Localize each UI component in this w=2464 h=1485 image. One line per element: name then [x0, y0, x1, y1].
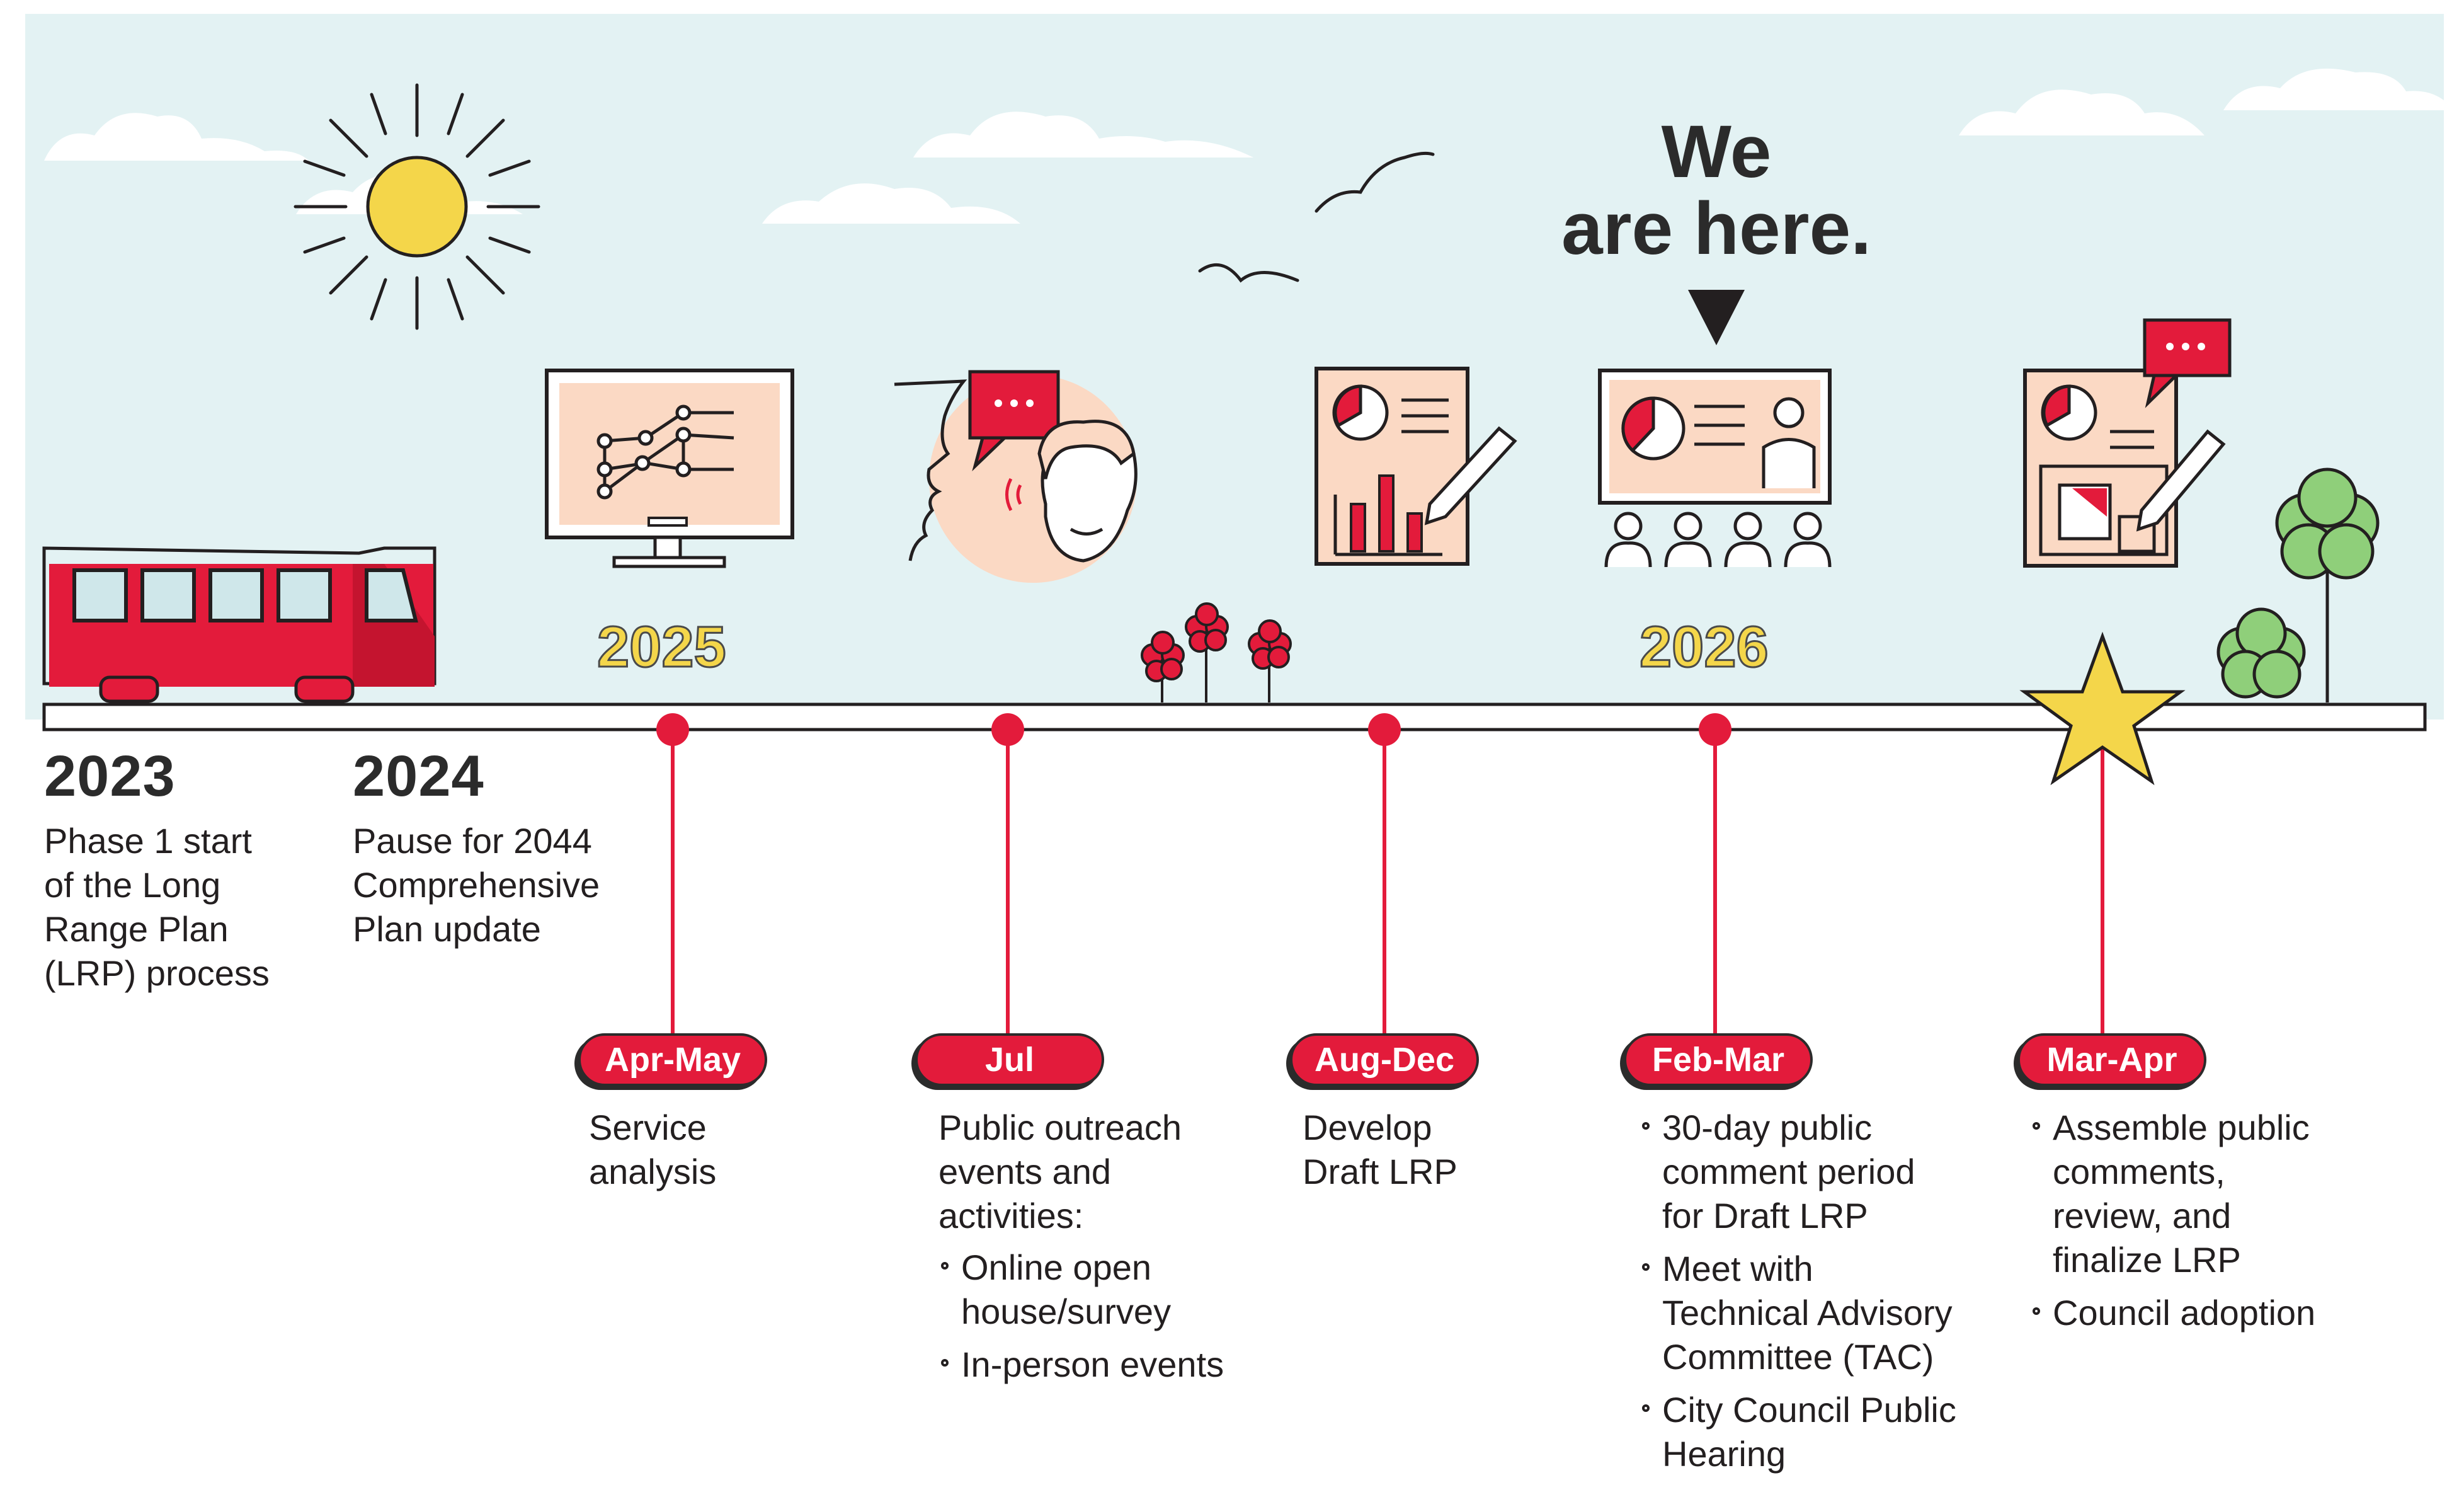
year-2024-heading: 2024	[353, 744, 484, 808]
bullet-item: 30-day public comment period for Draft L…	[1640, 1106, 1956, 1238]
we-are-here-banner: We are here.	[1537, 113, 1896, 267]
bullet-line: Assemble public	[2053, 1108, 2310, 1147]
report-chart-pen-icon	[1315, 367, 1517, 566]
desc-line: Draft LRP	[1303, 1152, 1457, 1191]
monitor-network-icon	[545, 369, 794, 568]
bullet-item: In-person events	[938, 1343, 1224, 1387]
bullet-line: 30-day public	[1662, 1108, 1873, 1147]
bullet-item: Council adoption	[2030, 1291, 2315, 1335]
sun-icon	[294, 83, 540, 330]
desc-line: Range Plan	[44, 909, 229, 949]
tree-icon	[2216, 467, 2380, 702]
desc-line: Service	[589, 1108, 707, 1147]
banner-line-1: We	[1661, 110, 1772, 193]
milestone-dot	[991, 713, 1024, 746]
desc-line: analysis	[589, 1152, 717, 1191]
timeline-track	[42, 702, 2427, 731]
year-2026-label: 2026	[1639, 614, 1770, 680]
desc-line: (LRP) process	[44, 953, 270, 993]
milestone-text-jul: Public outreach events and activities: O…	[938, 1106, 1224, 1396]
milestone-pill-jul: Jul	[915, 1033, 1104, 1086]
milestone-pill-feb-mar: Feb-Mar	[1624, 1033, 1813, 1086]
here-arrow-icon	[1688, 290, 1745, 345]
desc-line: events and	[938, 1152, 1111, 1191]
bullet-line: Hearing	[1662, 1434, 1786, 1474]
bullet-line: City Council Public	[1662, 1390, 1956, 1430]
banner-line-2: are here.	[1561, 187, 1871, 270]
bullet-item: Assemble public comments, review, and fi…	[2030, 1106, 2315, 1282]
desc-line: activities:	[938, 1196, 1084, 1236]
bullet-line: In-person events	[961, 1345, 1224, 1384]
milestone-dot	[1368, 713, 1401, 746]
presentation-audience-icon	[1598, 369, 1832, 568]
bullet-item: Online open house/survey	[938, 1246, 1224, 1334]
desc-line: Comprehensive	[353, 865, 600, 905]
bird-icon	[1198, 151, 1435, 283]
milestone-pill-apr-may: Apr-May	[578, 1033, 767, 1086]
bullet-line: Council adoption	[2053, 1293, 2316, 1333]
milestone-text-feb-mar: 30-day public comment period for Draft L…	[1640, 1106, 1956, 1485]
bullet-line: finalize LRP	[2053, 1240, 2241, 1280]
bullet-line: review, and	[2053, 1196, 2232, 1236]
desc-line: Public outreach	[938, 1108, 1182, 1147]
bullet-item: City Council Public Hearing	[1640, 1388, 1956, 1476]
pause-description: Pause for 2044 Comprehensive Plan update	[353, 819, 600, 951]
bullet-line: Meet with	[1662, 1249, 1813, 1288]
bullet-line: Committee (TAC)	[1662, 1337, 1934, 1377]
bullet-line: comment period	[1662, 1152, 1915, 1191]
bullet-line: Online open	[961, 1247, 1152, 1287]
milestone-text-mar-apr: Assemble public comments, review, and fi…	[2030, 1106, 2315, 1344]
star-icon	[2019, 631, 2186, 786]
bus-icon	[42, 546, 436, 703]
desc-line: Pause for 2044	[353, 821, 592, 861]
bullet-line: for Draft LRP	[1662, 1196, 1868, 1236]
desc-line: of the Long	[44, 865, 221, 905]
bullet-line: Technical Advisory	[1662, 1293, 1953, 1333]
milestone-dot	[656, 713, 689, 746]
bullet-item: Meet with Technical Advisory Committee (…	[1640, 1247, 1956, 1379]
flower-icon	[1141, 602, 1292, 702]
desc-line: Plan update	[353, 909, 541, 949]
milestone-text-apr-may: Service analysis	[589, 1106, 716, 1194]
year-2025-label: 2025	[596, 614, 727, 680]
document-comment-pen-icon	[2023, 318, 2232, 568]
phase1-description: Phase 1 start of the Long Range Plan (LR…	[44, 819, 270, 995]
people-conversation-icon	[894, 370, 1138, 583]
milestone-dot	[1699, 713, 1731, 746]
milestone-pill-aug-dec: Aug-Dec	[1290, 1033, 1479, 1086]
bullet-line: comments,	[2053, 1152, 2225, 1191]
desc-line: Develop	[1303, 1108, 1432, 1147]
desc-line: Phase 1 start	[44, 821, 252, 861]
bullet-line: house/survey	[961, 1292, 1172, 1331]
milestone-connectors	[656, 713, 2104, 1033]
milestone-pill-mar-apr: Mar-Apr	[2017, 1033, 2206, 1086]
year-2023-heading: 2023	[44, 744, 176, 808]
milestone-text-aug-dec: Develop Draft LRP	[1303, 1106, 1457, 1194]
